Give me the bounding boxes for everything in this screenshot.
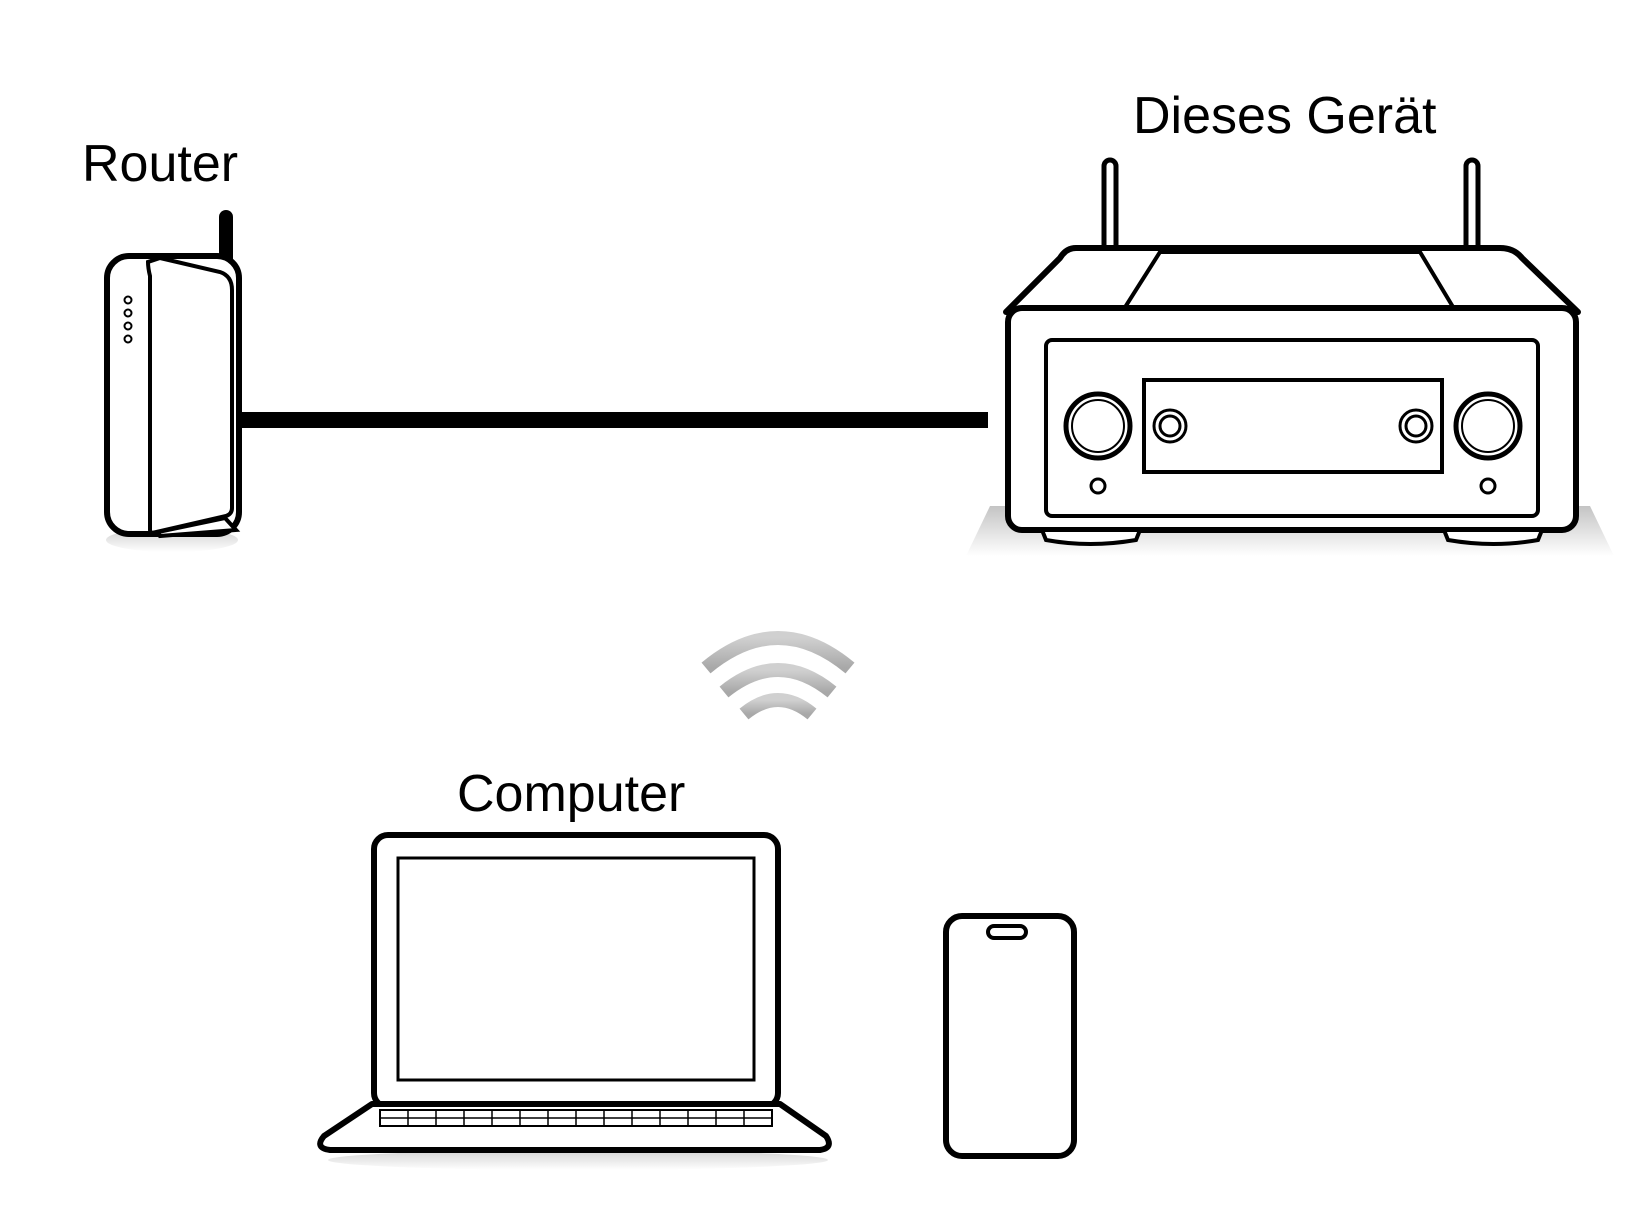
smartphone-icon — [943, 913, 1077, 1159]
computer-label: Computer — [457, 765, 686, 823]
laptop-icon — [317, 832, 832, 1170]
av-receiver-icon — [966, 157, 1614, 556]
router-icon — [104, 210, 242, 552]
wifi-icon — [701, 631, 855, 720]
device-label: Dieses Gerät — [1133, 87, 1437, 145]
router-label: Router — [82, 135, 239, 193]
